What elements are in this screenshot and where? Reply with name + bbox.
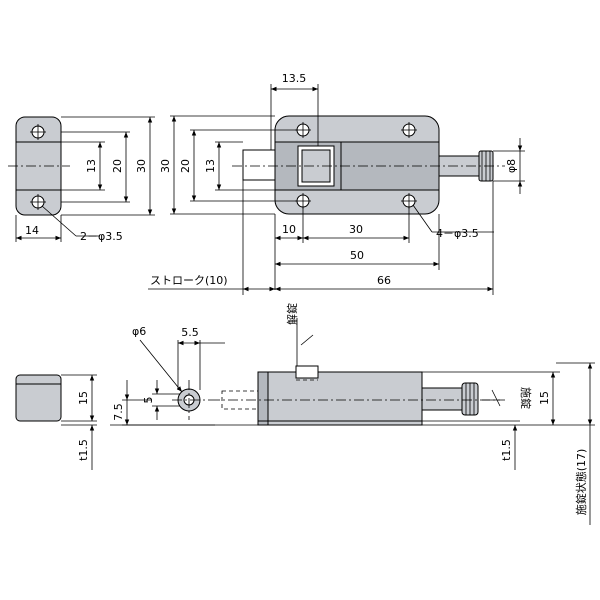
hole-main-label: 4－φ3.5 bbox=[436, 227, 479, 240]
strike-plate-side-view: 15 t1.5 bbox=[15, 374, 97, 470]
lock-label: 施錠 bbox=[519, 387, 533, 409]
dim-side-left-15: 15 bbox=[77, 391, 90, 405]
strike-plate-top-view bbox=[8, 116, 70, 216]
dim-main-20: 20 bbox=[179, 159, 192, 173]
unlock-label: 解錠 bbox=[285, 303, 299, 325]
dim-phi6: φ6 bbox=[132, 325, 146, 338]
dim-10: 10 bbox=[282, 223, 296, 236]
dim-30: 30 bbox=[349, 223, 363, 236]
locked-state-label: 施錠状態(17) bbox=[574, 449, 588, 516]
bolt-end-view: φ6 5.5 5 7.5 bbox=[112, 325, 225, 426]
dim-main-t15: t1.5 bbox=[500, 439, 513, 461]
strike-plate-dimensions: 30 20 13 14 2－φ3.5 bbox=[15, 116, 155, 243]
hole-left-label: 2－φ3.5 bbox=[80, 230, 123, 243]
dim-side-left-t15: t1.5 bbox=[77, 439, 90, 461]
dim-5-5: 5.5 bbox=[181, 326, 199, 339]
latch-body-side-view: 解錠 施錠 t1.5 15 施錠状態(17) bbox=[110, 303, 595, 525]
dim-left-13: 13 bbox=[85, 159, 98, 173]
dim-main-30: 30 bbox=[159, 159, 172, 173]
stroke-label: ストローク(10) bbox=[150, 274, 228, 287]
latch-body-dimensions: 13.5 30 20 13 φ8 10 30 4－φ3.5 bbox=[148, 72, 525, 295]
dim-7-5: 7.5 bbox=[112, 403, 125, 421]
dim-50: 50 bbox=[350, 249, 364, 262]
latch-body-top-view bbox=[232, 115, 505, 215]
dim-knob-phi8: φ8 bbox=[505, 159, 518, 173]
dim-66: 66 bbox=[377, 274, 391, 287]
dim-left-20: 20 bbox=[111, 159, 124, 173]
dim-main-15: 15 bbox=[538, 391, 551, 405]
dim-left-14: 14 bbox=[25, 224, 39, 237]
dim-main-13: 13 bbox=[204, 159, 217, 173]
dim-left-30: 30 bbox=[135, 159, 148, 173]
dim-13-5: 13.5 bbox=[282, 72, 307, 85]
